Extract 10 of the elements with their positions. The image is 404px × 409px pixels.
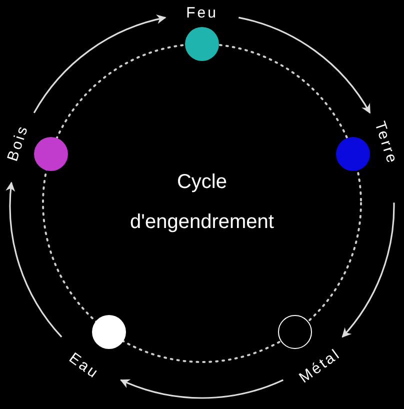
element-label: Bois (6, 123, 32, 164)
element-label: Terre (372, 120, 400, 167)
arrow (120, 378, 284, 398)
cycle-title: Cycle d'engendrement (129, 170, 275, 235)
arrow (342, 202, 395, 338)
element-label: Eau (66, 350, 102, 382)
arrow (238, 16, 371, 114)
element-label: Feu (186, 6, 218, 20)
arrow (33, 15, 166, 114)
arrow (6, 182, 62, 338)
